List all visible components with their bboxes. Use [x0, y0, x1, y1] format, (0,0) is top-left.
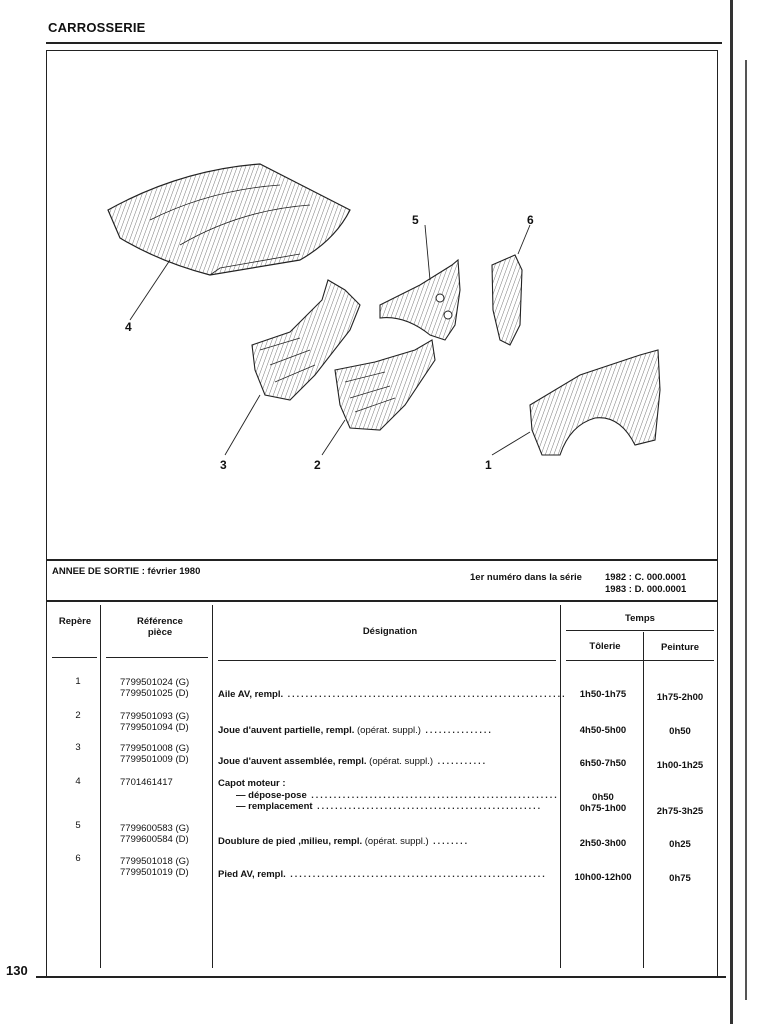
row4-tolerie2: 0h75-1h00	[579, 803, 627, 814]
page-edge-inner	[745, 60, 747, 1000]
premier-numero-label: 1er numéro dans la série	[470, 572, 582, 583]
row2-peinture: 0h50	[669, 726, 691, 737]
header-temps: Temps	[625, 613, 655, 624]
row5-repere: 5	[75, 820, 81, 831]
callout-4: 4	[125, 320, 132, 334]
row5-peinture: 0h25	[669, 839, 691, 850]
parts-diagram	[107, 163, 661, 456]
part-pied-av	[491, 224, 531, 346]
header-rule-1	[52, 657, 97, 658]
row3-peinture: 1h00-1h25	[656, 760, 704, 771]
callout-3: 3	[220, 458, 227, 472]
table-top-rule	[46, 600, 718, 602]
serie-1982: 1982 : C. 000.0001	[605, 572, 687, 583]
row6-tolerie: 10h00-12h00	[574, 872, 632, 883]
row1-refs: 7799501024 (G) 7799501025 (D)	[120, 677, 190, 699]
row2-tolerie: 4h50-5h00	[579, 725, 627, 736]
row5-tolerie: 2h50-3h00	[579, 838, 627, 849]
temps-rule	[566, 630, 714, 631]
page-edge	[730, 0, 733, 1024]
header-repere: Repère	[58, 616, 92, 627]
col-line-1	[100, 605, 101, 968]
header-rule-2	[106, 657, 208, 658]
col-line-3	[560, 605, 561, 968]
row6-refs: 7799501018 (G) 7799501019 (D)	[120, 856, 190, 878]
col-line-4	[643, 632, 644, 968]
row4-peinture: 2h75-3h25	[656, 806, 704, 817]
page-number: 130	[6, 963, 28, 978]
serie-1983: 1983 : D. 000.0001	[605, 584, 687, 595]
row4-tolerie1: 0h50	[592, 792, 614, 803]
part-aile-av	[491, 349, 661, 456]
row4-sub1: — dépose-pose ..........................…	[236, 790, 559, 801]
row4-refs: 7701461417	[120, 777, 173, 788]
part-joue-partielle	[321, 339, 436, 456]
header-reference: Référence pièce	[137, 616, 183, 638]
header-rule-4	[566, 660, 714, 661]
callout-1: 1	[485, 458, 492, 472]
header-rule-3	[218, 660, 556, 661]
col-line-2	[212, 605, 213, 968]
section-title: CARROSSERIE	[48, 20, 146, 35]
row3-repere: 3	[75, 742, 81, 753]
row1-repere: 1	[75, 676, 81, 687]
row5-designation: Doublure de pied ,milieu, rempl. (opérat…	[218, 836, 470, 847]
header-tolerie: Tôlerie	[589, 641, 621, 652]
row4-repere: 4	[75, 776, 81, 787]
row6-repere: 6	[75, 853, 81, 864]
part-joue-assemblee	[224, 279, 361, 456]
premier-numero-text: 1er numéro dans la série	[470, 572, 582, 583]
callout-5: 5	[412, 213, 419, 227]
row1-peinture: 1h75-2h00	[656, 692, 704, 703]
footer-rule	[36, 976, 726, 978]
header-designation: Désignation	[362, 626, 418, 637]
callout-2: 2	[314, 458, 321, 472]
row3-tolerie: 6h50-7h50	[579, 758, 627, 769]
row2-refs: 7799501093 (G) 7799501094 (D)	[120, 711, 190, 733]
row2-repere: 2	[75, 710, 81, 721]
part-doublure-pied	[379, 224, 461, 341]
row2-designation: Joue d'auvent partielle, rempl. (opérat.…	[218, 725, 493, 736]
annee-sortie: ANNEE DE SORTIE : février 1980	[52, 566, 201, 577]
callout-6: 6	[527, 213, 534, 227]
header-peinture: Peinture	[660, 642, 699, 653]
row4-sub2: — remplacement .........................…	[236, 801, 543, 812]
row6-peinture: 0h75	[669, 873, 691, 884]
row1-tolerie: 1h50-1h75	[579, 689, 627, 700]
title-rule	[46, 42, 722, 44]
row1-designation: Aile AV, rempl. ........................…	[218, 689, 567, 700]
page-frame	[46, 50, 718, 978]
row3-designation: Joue d'auvent assemblée, rempl. (opérat.…	[218, 756, 488, 767]
row4-designation: Capot moteur :	[218, 778, 286, 789]
info-rule	[46, 559, 718, 561]
row5-refs: 7799600583 (G) 7799600584 (D)	[120, 823, 190, 845]
part-capot	[107, 163, 351, 321]
row3-refs: 7799501008 (G) 7799501009 (D)	[120, 743, 190, 765]
row6-designation: Pied AV, rempl. ........................…	[218, 869, 547, 880]
